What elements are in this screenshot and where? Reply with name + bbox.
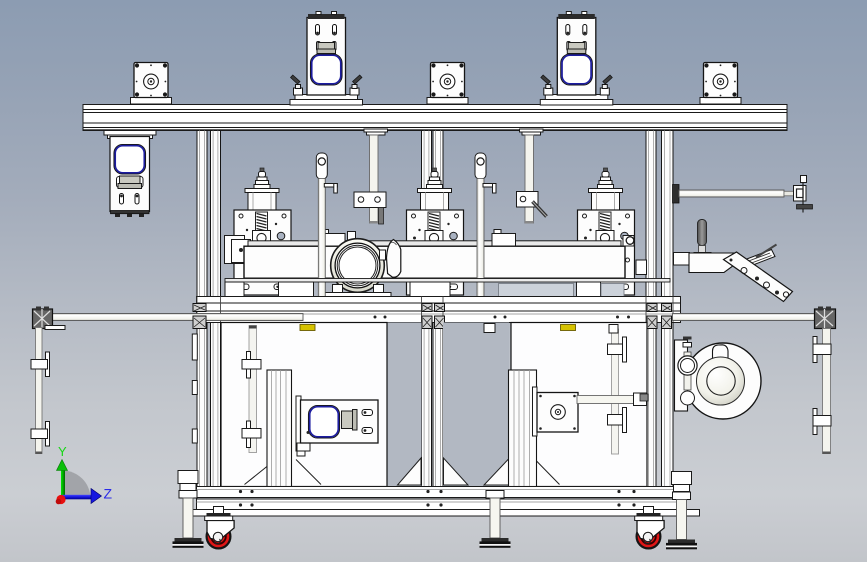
svg-text:Y: Y bbox=[58, 444, 67, 459]
svg-text:Z: Z bbox=[104, 486, 113, 502]
